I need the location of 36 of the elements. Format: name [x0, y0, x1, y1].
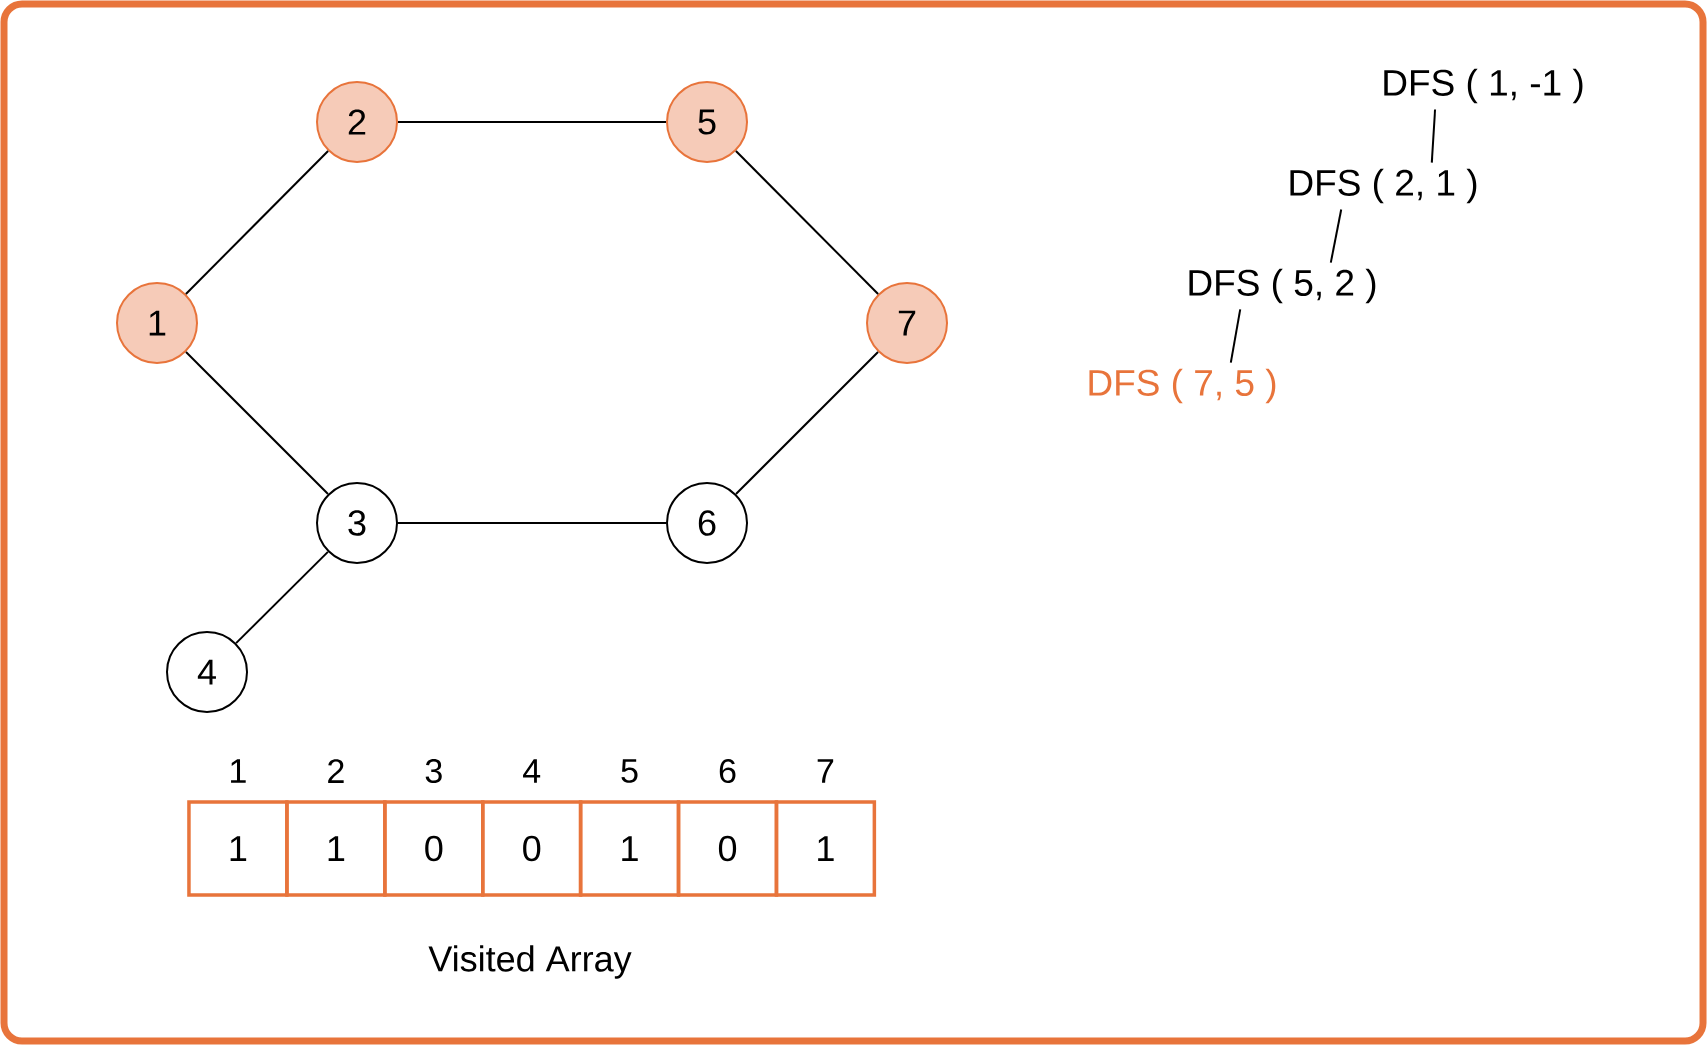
array-caption: Visited Array [428, 945, 632, 979]
graph-node: 5 [666, 81, 748, 163]
graph-edge [235, 550, 329, 645]
graph-node: 4 [166, 631, 248, 713]
graph-edge [397, 121, 667, 123]
index-label: 4 [523, 759, 541, 783]
graph-edge [397, 522, 667, 524]
call-label: DFS ( 7, 5 ) [1089, 368, 1276, 404]
index-label: 5 [621, 759, 638, 783]
array-cell: 0 [676, 800, 779, 897]
graph-edge [184, 150, 330, 295]
graph-node: 3 [316, 482, 398, 564]
index-label: 3 [425, 758, 442, 784]
index-label: 7 [817, 759, 834, 783]
array-cell: 1 [285, 800, 387, 897]
graph-node: 1 [116, 282, 198, 364]
array-cell: 1 [774, 800, 877, 897]
tree-line [1430, 108, 1437, 164]
tree-line [1229, 308, 1242, 364]
graph-node: 6 [666, 482, 748, 564]
index-label: 2 [328, 759, 344, 783]
index-label: 1 [231, 759, 246, 783]
array-cell: 1 [578, 800, 681, 897]
call-label: DFS ( 2, 1 ) [1290, 168, 1477, 204]
array-cell: 0 [383, 800, 485, 897]
array-cell: 1 [187, 800, 289, 897]
call-label: DFS ( 1, -1 ) [1384, 68, 1583, 104]
graph-edge [734, 150, 880, 295]
graph-edge [735, 351, 879, 495]
graph-node: 2 [316, 81, 398, 163]
graph-edge [185, 351, 329, 495]
graph-node: 7 [866, 282, 948, 364]
index-label: 6 [719, 758, 736, 784]
array-cell: 0 [481, 800, 583, 897]
tree-line [1329, 208, 1343, 264]
call-label: DFS ( 5, 2 ) [1189, 268, 1376, 304]
